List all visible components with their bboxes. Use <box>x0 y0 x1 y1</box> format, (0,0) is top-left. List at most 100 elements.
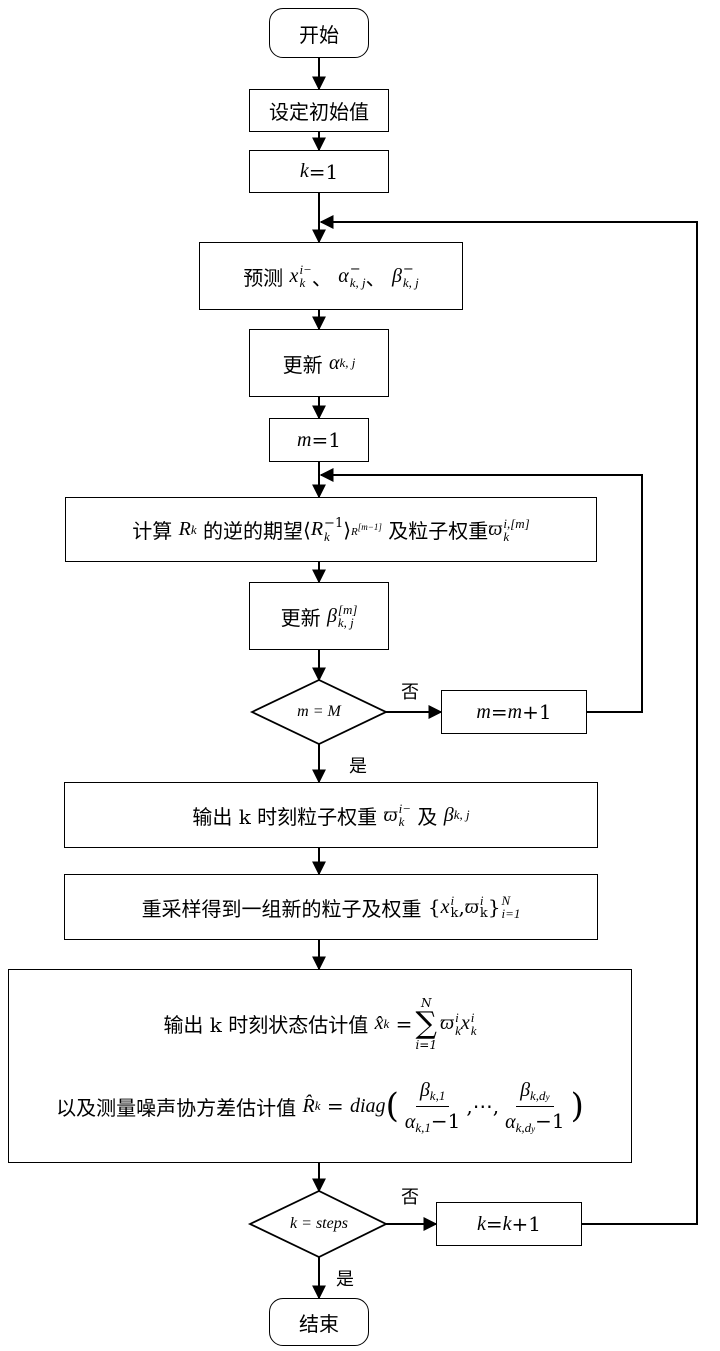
predict-beta: β <box>392 265 402 288</box>
kinc-var2: k <box>503 1213 512 1236</box>
state-l2-text: 以及测量噪声协方差估计值 <box>56 1092 296 1121</box>
output-beta-sub: k, j <box>454 807 470 823</box>
state-xhat: x̂ <box>375 1012 384 1035</box>
state-lparen: ( <box>386 1086 399 1126</box>
end-node: 结束 <box>269 1298 369 1346</box>
minc-rest: +1 <box>522 700 551 724</box>
state-rparen: ) <box>571 1086 584 1126</box>
output-beta: β <box>444 804 454 827</box>
frac2-minus1: −1 <box>535 1109 564 1133</box>
update-beta-sub: k, j <box>338 616 358 629</box>
output-w-t1: 输出 k 时刻粒子权重 <box>192 801 377 830</box>
frac1-beta-sub: k,1 <box>430 1088 446 1103</box>
output-w-t2: 及 <box>417 801 437 830</box>
output-state-line1: 输出 k 时刻状态估计值 x̂k = N∑i=1 ϖikxik <box>163 997 476 1051</box>
start-label: 开始 <box>299 19 339 48</box>
output-state-node: 输出 k 时刻状态估计值 x̂k = N∑i=1 ϖikxik 以及测量噪声协方… <box>8 969 632 1163</box>
output-weight-node: 输出 k 时刻粒子权重 ϖi−k 及 βk, j <box>64 782 598 848</box>
compute-t3: 及粒子权重 <box>388 515 488 544</box>
k1-node: k=1 <box>249 150 389 193</box>
predict-sep2: 、 <box>366 262 386 291</box>
kinc-rest: +1 <box>512 1212 541 1236</box>
kinc-var1: k <box>477 1213 486 1236</box>
output-state-line2: 以及测量噪声协方差估计值 R̂k = diag( βk,1αk,1−1 ,⋯, … <box>56 1077 584 1136</box>
compute-w-sub: k <box>503 530 529 543</box>
no-label-2: 否 <box>401 1183 419 1209</box>
yes-label-1: 是 <box>349 752 367 778</box>
k1-var: k <box>300 160 309 183</box>
compute-node: 计算 Rk 的逆的期望⟨R−1k⟩R[m−1] 及粒子权重ϖi,[m]k <box>65 497 597 562</box>
m1-rest: =1 <box>311 428 340 452</box>
state-x-sup: i <box>471 1011 477 1024</box>
compute-w: ϖ <box>488 518 502 541</box>
compute-R2: R <box>311 518 323 541</box>
frac1-alpha: α <box>405 1111 416 1133</box>
resample-x: x <box>441 896 450 919</box>
yes-label-2: 是 <box>336 1265 354 1291</box>
resample-rb: } <box>488 895 501 919</box>
update-alpha-label: 更新 <box>283 349 323 378</box>
resample-node: 重采样得到一组新的粒子及权重 {xik,ϖik}Ni=1 <box>64 874 598 940</box>
m-inc-node: m= m +1 <box>441 690 587 734</box>
compute-rangle: ⟩ <box>343 518 351 542</box>
m1-var: m <box>297 429 311 452</box>
compute-R: R <box>179 518 191 541</box>
resample-label: 重采样得到一组新的粒子及权重 <box>142 893 422 922</box>
update-beta-node: 更新 β[m]k, j <box>249 582 389 650</box>
resample-i1: i=1 <box>502 907 521 920</box>
state-x-sub: k <box>471 1024 477 1037</box>
compute-t1: 计算 <box>132 515 172 544</box>
resample-w-sub: k <box>480 907 488 920</box>
frac1-minus1: −1 <box>431 1109 460 1133</box>
state-xhat-sub: k <box>384 1016 390 1032</box>
state-dots: ,⋯, <box>466 1094 499 1118</box>
update-alpha-node: 更新 αk, j <box>249 329 389 397</box>
state-eq: = <box>396 1012 413 1036</box>
resample-lb: { <box>428 895 441 919</box>
minc-var2: m <box>508 701 522 724</box>
compute-R2-sub: k <box>324 530 343 543</box>
state-frac1: βk,1αk,1−1 <box>401 1077 465 1136</box>
state-diag: diag <box>350 1095 386 1118</box>
compute-subR: R <box>351 526 358 538</box>
predict-alpha-sub: k, j <box>350 276 366 289</box>
frac2-beta: β <box>520 1079 530 1101</box>
compute-R2-sup: −1 <box>324 517 343 530</box>
compute-t2: 的逆的期望 <box>203 515 303 544</box>
predict-label: 预测 <box>243 262 283 291</box>
k1-rest: =1 <box>309 160 338 184</box>
frac2-alpha: α <box>505 1111 516 1133</box>
predict-sep1: 、 <box>312 262 332 291</box>
state-frac2: βk,dyαk,dy−1 <box>501 1077 569 1136</box>
state-eq2: = <box>327 1094 344 1118</box>
predict-node: 预测 xi−k 、 α−k, j 、 β−k, j <box>199 242 463 310</box>
end-label: 结束 <box>299 1308 339 1337</box>
no-label-1: 否 <box>401 678 419 704</box>
minc-var1: m <box>476 701 490 724</box>
decision-k-label: k = steps <box>290 1215 348 1233</box>
compute-R-sub: k <box>191 522 197 538</box>
minc-mid: = <box>491 700 508 724</box>
state-Rhat-sub: k <box>315 1098 321 1114</box>
frac2-beta-dy: y <box>546 1092 550 1102</box>
kinc-mid: = <box>486 1212 503 1236</box>
resample-x-sub: k <box>451 907 459 920</box>
compute-subR-sup: [m−1] <box>358 522 382 532</box>
update-alpha-sub: k, j <box>339 355 355 371</box>
compute-w-sup: i,[m] <box>503 517 529 530</box>
state-sum-i1: i=1 <box>415 1039 437 1051</box>
output-w-sub: k <box>399 815 411 828</box>
k-inc-node: k= k +1 <box>436 1202 582 1246</box>
output-w-symbol: ϖ <box>384 804 398 827</box>
frac1-alpha-sub: k,1 <box>415 1120 431 1135</box>
init-label: 设定初始值 <box>269 96 369 125</box>
start-node: 开始 <box>269 8 369 58</box>
predict-alpha: α <box>338 265 349 288</box>
predict-beta-sub: k, j <box>403 276 419 289</box>
state-l1-text: 输出 k 时刻状态估计值 <box>163 1009 368 1038</box>
state-sum-sigma: ∑ <box>415 1009 436 1039</box>
predict-x: x <box>290 265 299 288</box>
resample-w: ϖ <box>465 896 479 919</box>
init-node: 设定初始值 <box>249 89 389 132</box>
